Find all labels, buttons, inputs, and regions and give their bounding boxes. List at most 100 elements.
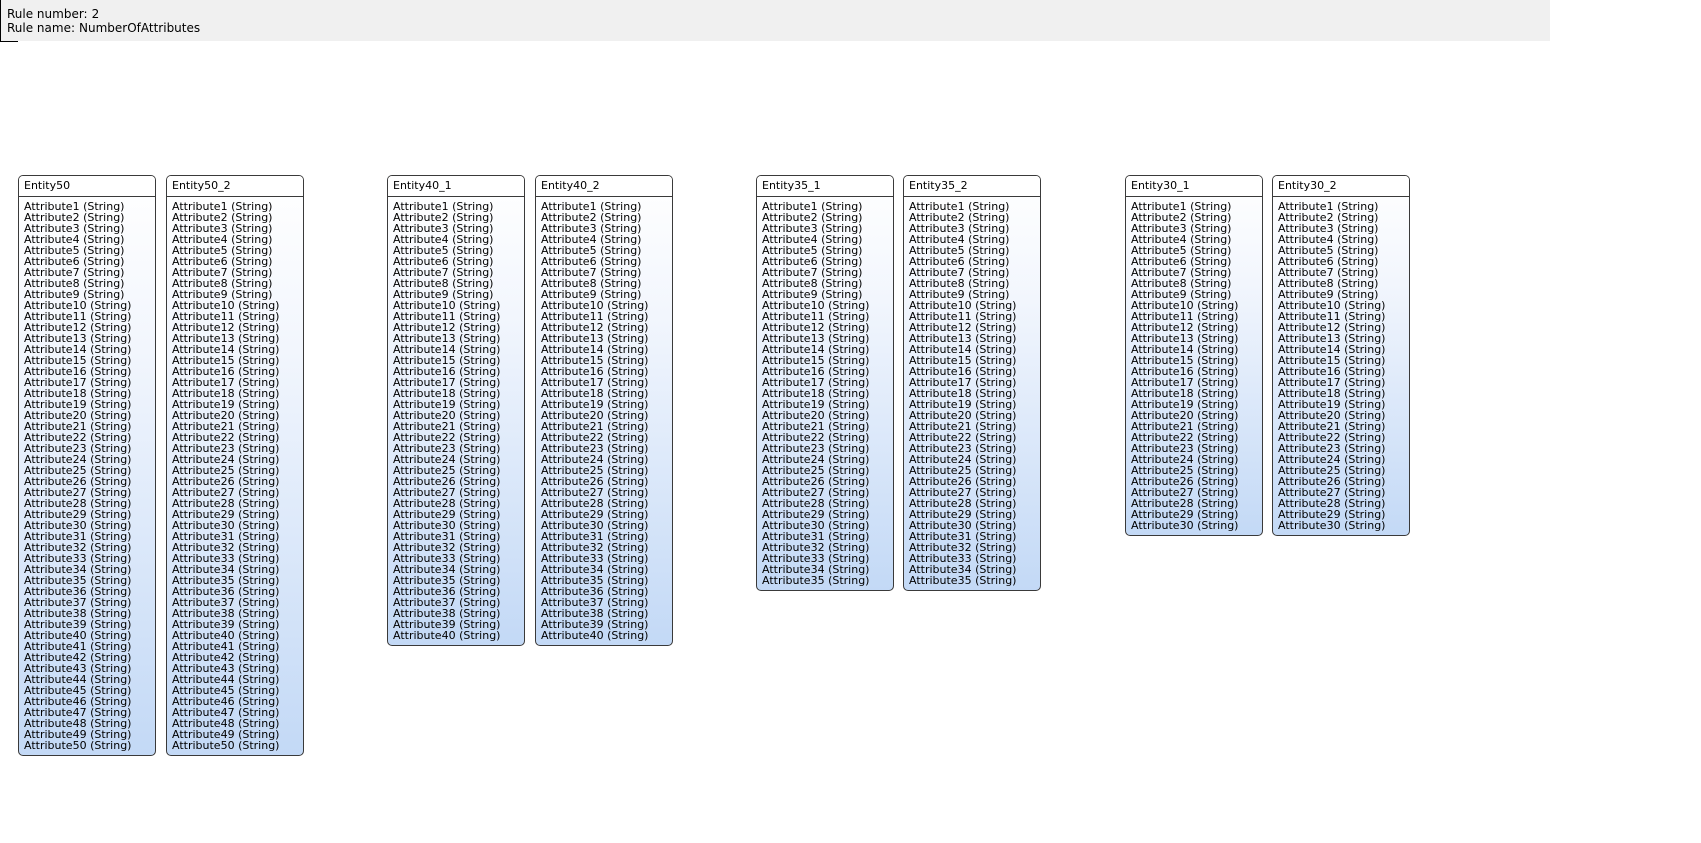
attribute-item: Attribute39 (String)	[172, 618, 280, 631]
attribute-item: Attribute10 (String)	[24, 299, 132, 312]
attribute-item: Attribute40 (String)	[393, 629, 501, 642]
attribute-item: Attribute29 (String)	[172, 508, 280, 521]
attribute-item: Attribute19 (String)	[1131, 398, 1239, 411]
attribute-item: Attribute5 (String)	[1278, 244, 1379, 257]
attribute-item: Attribute18 (String)	[762, 387, 870, 400]
attribute-item: Attribute24 (String)	[762, 453, 870, 466]
attribute-item: Attribute22 (String)	[172, 431, 280, 444]
attribute-item: Attribute5 (String)	[24, 244, 125, 257]
attribute-item: Attribute33 (String)	[393, 552, 501, 565]
attribute-item: Attribute1 (String)	[541, 200, 642, 213]
attribute-item: Attribute49 (String)	[172, 728, 280, 741]
attribute-item: Attribute19 (String)	[541, 398, 649, 411]
attribute-item: Attribute24 (String)	[1278, 453, 1386, 466]
attribute-item: Attribute32 (String)	[24, 541, 132, 554]
attribute-item: Attribute14 (String)	[762, 343, 870, 356]
attribute-item: Attribute48 (String)	[24, 717, 132, 730]
attribute-item: Attribute3 (String)	[172, 222, 273, 235]
attribute-item: Attribute16 (String)	[24, 365, 132, 378]
attribute-item: Attribute31 (String)	[909, 530, 1017, 543]
attribute-item: Attribute26 (String)	[172, 475, 280, 488]
attribute-item: Attribute2 (String)	[1131, 211, 1232, 224]
attribute-item: Attribute30 (String)	[393, 519, 501, 532]
attribute-item: Attribute28 (String)	[1278, 497, 1386, 510]
attribute-item: Attribute25 (String)	[909, 464, 1017, 477]
attribute-item: Attribute40 (String)	[172, 629, 280, 642]
attribute-item: Attribute7 (String)	[172, 266, 273, 279]
attribute-item: Attribute43 (String)	[172, 662, 280, 675]
attribute-item: Attribute14 (String)	[393, 343, 501, 356]
attribute-item: Attribute12 (String)	[393, 321, 501, 334]
attribute-item: Attribute20 (String)	[393, 409, 501, 422]
attribute-item: Attribute27 (String)	[172, 486, 280, 499]
attribute-item: Attribute33 (String)	[172, 552, 280, 565]
attribute-item: Attribute8 (String)	[1131, 277, 1232, 290]
attribute-item: Attribute11 (String)	[393, 310, 501, 323]
attribute-item: Attribute3 (String)	[24, 222, 125, 235]
attribute-item: Attribute1 (String)	[172, 200, 273, 213]
attribute-item: Attribute37 (String)	[393, 596, 501, 609]
attribute-item: Attribute17 (String)	[172, 376, 280, 389]
attribute-item: Attribute33 (String)	[909, 552, 1017, 565]
attribute-item: Attribute23 (String)	[172, 442, 280, 455]
attribute-item: Attribute7 (String)	[1131, 266, 1232, 279]
attribute-item: Attribute29 (String)	[541, 508, 649, 521]
attribute-item: Attribute42 (String)	[172, 651, 280, 664]
attribute-item: Attribute32 (String)	[172, 541, 280, 554]
attribute-item: Attribute36 (String)	[393, 585, 501, 598]
attribute-item: Attribute11 (String)	[909, 310, 1017, 323]
attribute-item: Attribute16 (String)	[393, 365, 501, 378]
attribute-item: Attribute34 (String)	[24, 563, 132, 576]
attribute-item: Attribute20 (String)	[762, 409, 870, 422]
attribute-item: Attribute25 (String)	[1131, 464, 1239, 477]
attribute-list: Attribute1 (String)Attribute2 (String)At…	[904, 197, 1040, 590]
attribute-item: Attribute6 (String)	[541, 255, 642, 268]
attribute-item: Attribute24 (String)	[909, 453, 1017, 466]
attribute-item: Attribute50 (String)	[24, 739, 132, 752]
attribute-item: Attribute21 (String)	[541, 420, 649, 433]
entity-title: Entity50	[19, 176, 155, 197]
attribute-item: Attribute41 (String)	[24, 640, 132, 653]
attribute-item: Attribute6 (String)	[172, 255, 273, 268]
attribute-item: Attribute4 (String)	[172, 233, 273, 246]
attribute-item: Attribute13 (String)	[393, 332, 501, 345]
attribute-item: Attribute5 (String)	[762, 244, 863, 257]
attribute-item: Attribute11 (String)	[1278, 310, 1386, 323]
attribute-item: Attribute26 (String)	[909, 475, 1017, 488]
attribute-item: Attribute22 (String)	[909, 431, 1017, 444]
attribute-item: Attribute15 (String)	[24, 354, 132, 367]
attribute-item: Attribute30 (String)	[172, 519, 280, 532]
attribute-item: Attribute39 (String)	[24, 618, 132, 631]
attribute-list: Attribute1 (String)Attribute2 (String)At…	[19, 197, 155, 755]
attribute-item: Attribute28 (String)	[762, 497, 870, 510]
attribute-item: Attribute7 (String)	[909, 266, 1010, 279]
attribute-item: Attribute9 (String)	[909, 288, 1010, 301]
attribute-item: Attribute34 (String)	[541, 563, 649, 576]
attribute-item: Attribute47 (String)	[24, 706, 132, 719]
attribute-item: Attribute19 (String)	[393, 398, 501, 411]
attribute-item: Attribute2 (String)	[1278, 211, 1379, 224]
attribute-item: Attribute1 (String)	[393, 200, 494, 213]
attribute-item: Attribute16 (String)	[1131, 365, 1239, 378]
attribute-item: Attribute18 (String)	[393, 387, 501, 400]
attribute-item: Attribute9 (String)	[1131, 288, 1232, 301]
entity-title: Entity40_1	[388, 176, 524, 197]
attribute-item: Attribute4 (String)	[1131, 233, 1232, 246]
attribute-item: Attribute22 (String)	[24, 431, 132, 444]
attribute-item: Attribute47 (String)	[172, 706, 280, 719]
attribute-item: Attribute3 (String)	[1278, 222, 1379, 235]
attribute-item: Attribute9 (String)	[172, 288, 273, 301]
attribute-item: Attribute25 (String)	[24, 464, 132, 477]
attribute-item: Attribute1 (String)	[24, 200, 125, 213]
attribute-item: Attribute4 (String)	[762, 233, 863, 246]
attribute-item: Attribute20 (String)	[1278, 409, 1386, 422]
attribute-item: Attribute17 (String)	[1278, 376, 1386, 389]
